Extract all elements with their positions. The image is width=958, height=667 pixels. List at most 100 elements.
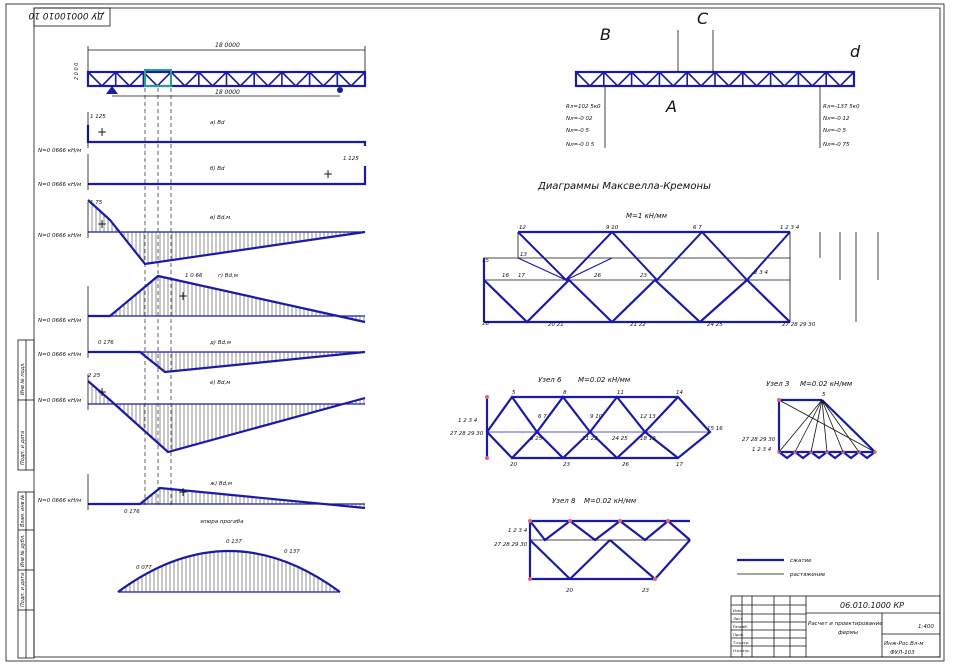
side-strip-1: Инв № подл. [20, 362, 26, 395]
diagram-side-5: N=0 0666 кН/м [38, 398, 81, 404]
stamp-scale: 1:400 [918, 624, 934, 630]
diagram-curve-2 [87, 199, 366, 266]
maxwell-node-8: 24 25 [707, 322, 723, 328]
node8-label-b: 27 28 29 30 [494, 542, 528, 548]
node6-label-10: 6 25 [530, 436, 543, 442]
diagram-curve-6 [88, 486, 366, 510]
node6-label-16: 26 [622, 462, 629, 468]
maxwell-node-1: 2 3 4 [754, 270, 768, 276]
top-stamp-text: ДУ 00010010 10 [28, 10, 105, 20]
node6-label-12: 24 25 [612, 436, 628, 442]
diagram-value-6: 0 176 [124, 509, 140, 515]
diagram-side-4: N=0 0666 кН/м [38, 352, 81, 358]
diagram-curve-3 [88, 274, 366, 324]
left-side-strip: Инв № подл. Подп. и дата Взам. инв № Инв… [17, 339, 35, 659]
reaction-right-1: Nл=-0 12 [823, 116, 850, 122]
maxwell-node-7: 21 22 [630, 322, 646, 328]
diagram-side-0: N=0 0666 кН/м [38, 148, 81, 154]
diagram-sign: + [97, 385, 107, 399]
diagram-curve-0 [86, 125, 367, 146]
maxwell-scale: M=1 кН/мм [626, 212, 668, 220]
node8-title: Узел 8 [552, 497, 576, 505]
node6-label-11: 21 22 [582, 436, 598, 442]
diagram-value-4: 0 176 [98, 340, 114, 346]
reaction-right-3: Nл=-0 75 [823, 142, 850, 148]
node3-ray [810, 399, 823, 453]
node3-ray [794, 399, 823, 453]
stamp-row-2: Разраб. [733, 624, 748, 629]
diagram-sign: + [97, 217, 107, 231]
letter-A: A [665, 97, 677, 116]
node3-ray [821, 399, 844, 453]
side-strip-3: Взам. инв № [20, 495, 26, 527]
diagram-curve-1 [88, 166, 367, 186]
maxwell-node-14: 23 [640, 273, 647, 279]
maxwell-node-4: 16 [502, 273, 509, 279]
maxwell-node-0: 1 2 3 4 [780, 225, 800, 231]
maxwell-node-11: 9 10 [606, 225, 619, 231]
node6-label-5: 14 [676, 390, 683, 396]
node3-ray [778, 399, 823, 453]
beam-height-label: 2 0 0 0 [74, 63, 80, 81]
truss-top-right: B C d A Rл=102 5к0 Nл=-0 02 Nл=-0 5 Nл=-… [566, 9, 861, 148]
node6-label-1: 27 28 29 30 [450, 431, 484, 437]
beam-highlight [144, 69, 172, 87]
deflection-value-2: 0 137 [284, 549, 300, 555]
maxwell-diagram: 1 2 3 4 2 3 4 15 17 16 18 20 21 21 22 24… [482, 225, 879, 328]
diagram-caption-6: ж) Вd,м [209, 481, 232, 487]
stamp-code: 06.010.1000 КР [840, 601, 904, 610]
diagram-caption-5: е) Вd,м [210, 380, 230, 386]
span-total-label: 18 0000 [215, 42, 240, 49]
letter-C: C [697, 9, 709, 28]
maxwell-node-3: 17 [518, 273, 525, 279]
node8-label-c: 23 [642, 588, 649, 594]
diagram-side-3: N=0 0666 кН/м [38, 318, 81, 324]
node6-diagram: 1 2 3 4 27 28 29 30 5 8 11 14 6 7 9 10 1… [450, 390, 723, 468]
diagram-side-2: N=0 0666 кН/м [38, 233, 81, 239]
reaction-left-2: Nл=-0 5 [566, 128, 589, 134]
node6-label-9: 15 16 [707, 426, 723, 432]
diagram-sign: + [178, 485, 188, 499]
deflection-diagram: эпюра прогиба 0 077 0 137 0 137 [117, 519, 341, 593]
diagram-sign: + [97, 125, 107, 139]
diagram-caption-3: г) Вd,м [218, 273, 238, 279]
diagram-value-0: 1 125 [90, 114, 106, 120]
node3-dot [873, 450, 877, 454]
span-lower-label: 18 0000 [215, 89, 240, 96]
diagram-value-2: 1 75 [90, 200, 103, 206]
node3-ray [821, 399, 860, 453]
node6-label-0: 1 2 3 4 [458, 418, 478, 424]
side-strip-4: Инв № дубл. [20, 534, 26, 567]
inner-frame [33, 7, 941, 658]
node6-label-6: 6 7 [538, 414, 547, 420]
diagram-caption-1: б) Вd [210, 166, 225, 172]
letter-B: B [600, 25, 611, 44]
node6-scale: M=0.02 кН/мм [578, 376, 631, 384]
diagram-value-5: 2 25 [88, 373, 101, 379]
stamp-row-5: Н.контр. [733, 648, 750, 653]
maxwell-node-5: 18 [482, 321, 489, 327]
diagram-curve-5 [87, 380, 366, 454]
deflection-value-1: 0 137 [226, 539, 242, 545]
node6-title: Узел 6 [538, 376, 562, 384]
truss-beam: 18 0000 2 0 0 0 18 0000 [74, 42, 367, 97]
node3-label-c: 1 2 3 4 [752, 447, 772, 453]
stamp-row-1: Лист [732, 616, 743, 621]
diagram-captions: а) Вd б) Вd в) Вd,м г) Вd,м д) Вd,м е) В… [88, 114, 359, 515]
node6-label-13: 18 19 [640, 436, 656, 442]
support-right-icon [337, 87, 343, 93]
side-strip-2: Подп. и дата [20, 431, 26, 465]
maxwell-node-12: 12 [519, 225, 526, 231]
node6-label-17: 17 [676, 462, 683, 468]
sheet-frame [5, 3, 945, 662]
maxwell-node-10: 6 7 [693, 225, 702, 231]
reaction-left-1: Nл=-0 02 [566, 116, 593, 122]
node3-ray [821, 399, 828, 453]
maxwell-node-9: 27 28 29 30 [782, 322, 816, 328]
node6-label-14: 20 [510, 462, 517, 468]
node8-diagram: 1 2 3 4 27 28 29 30 23 20 [494, 519, 691, 594]
side-strip-5: Подп. и дата [20, 573, 26, 607]
diagram-sign: + [323, 167, 333, 181]
letter-d: d [850, 42, 861, 61]
